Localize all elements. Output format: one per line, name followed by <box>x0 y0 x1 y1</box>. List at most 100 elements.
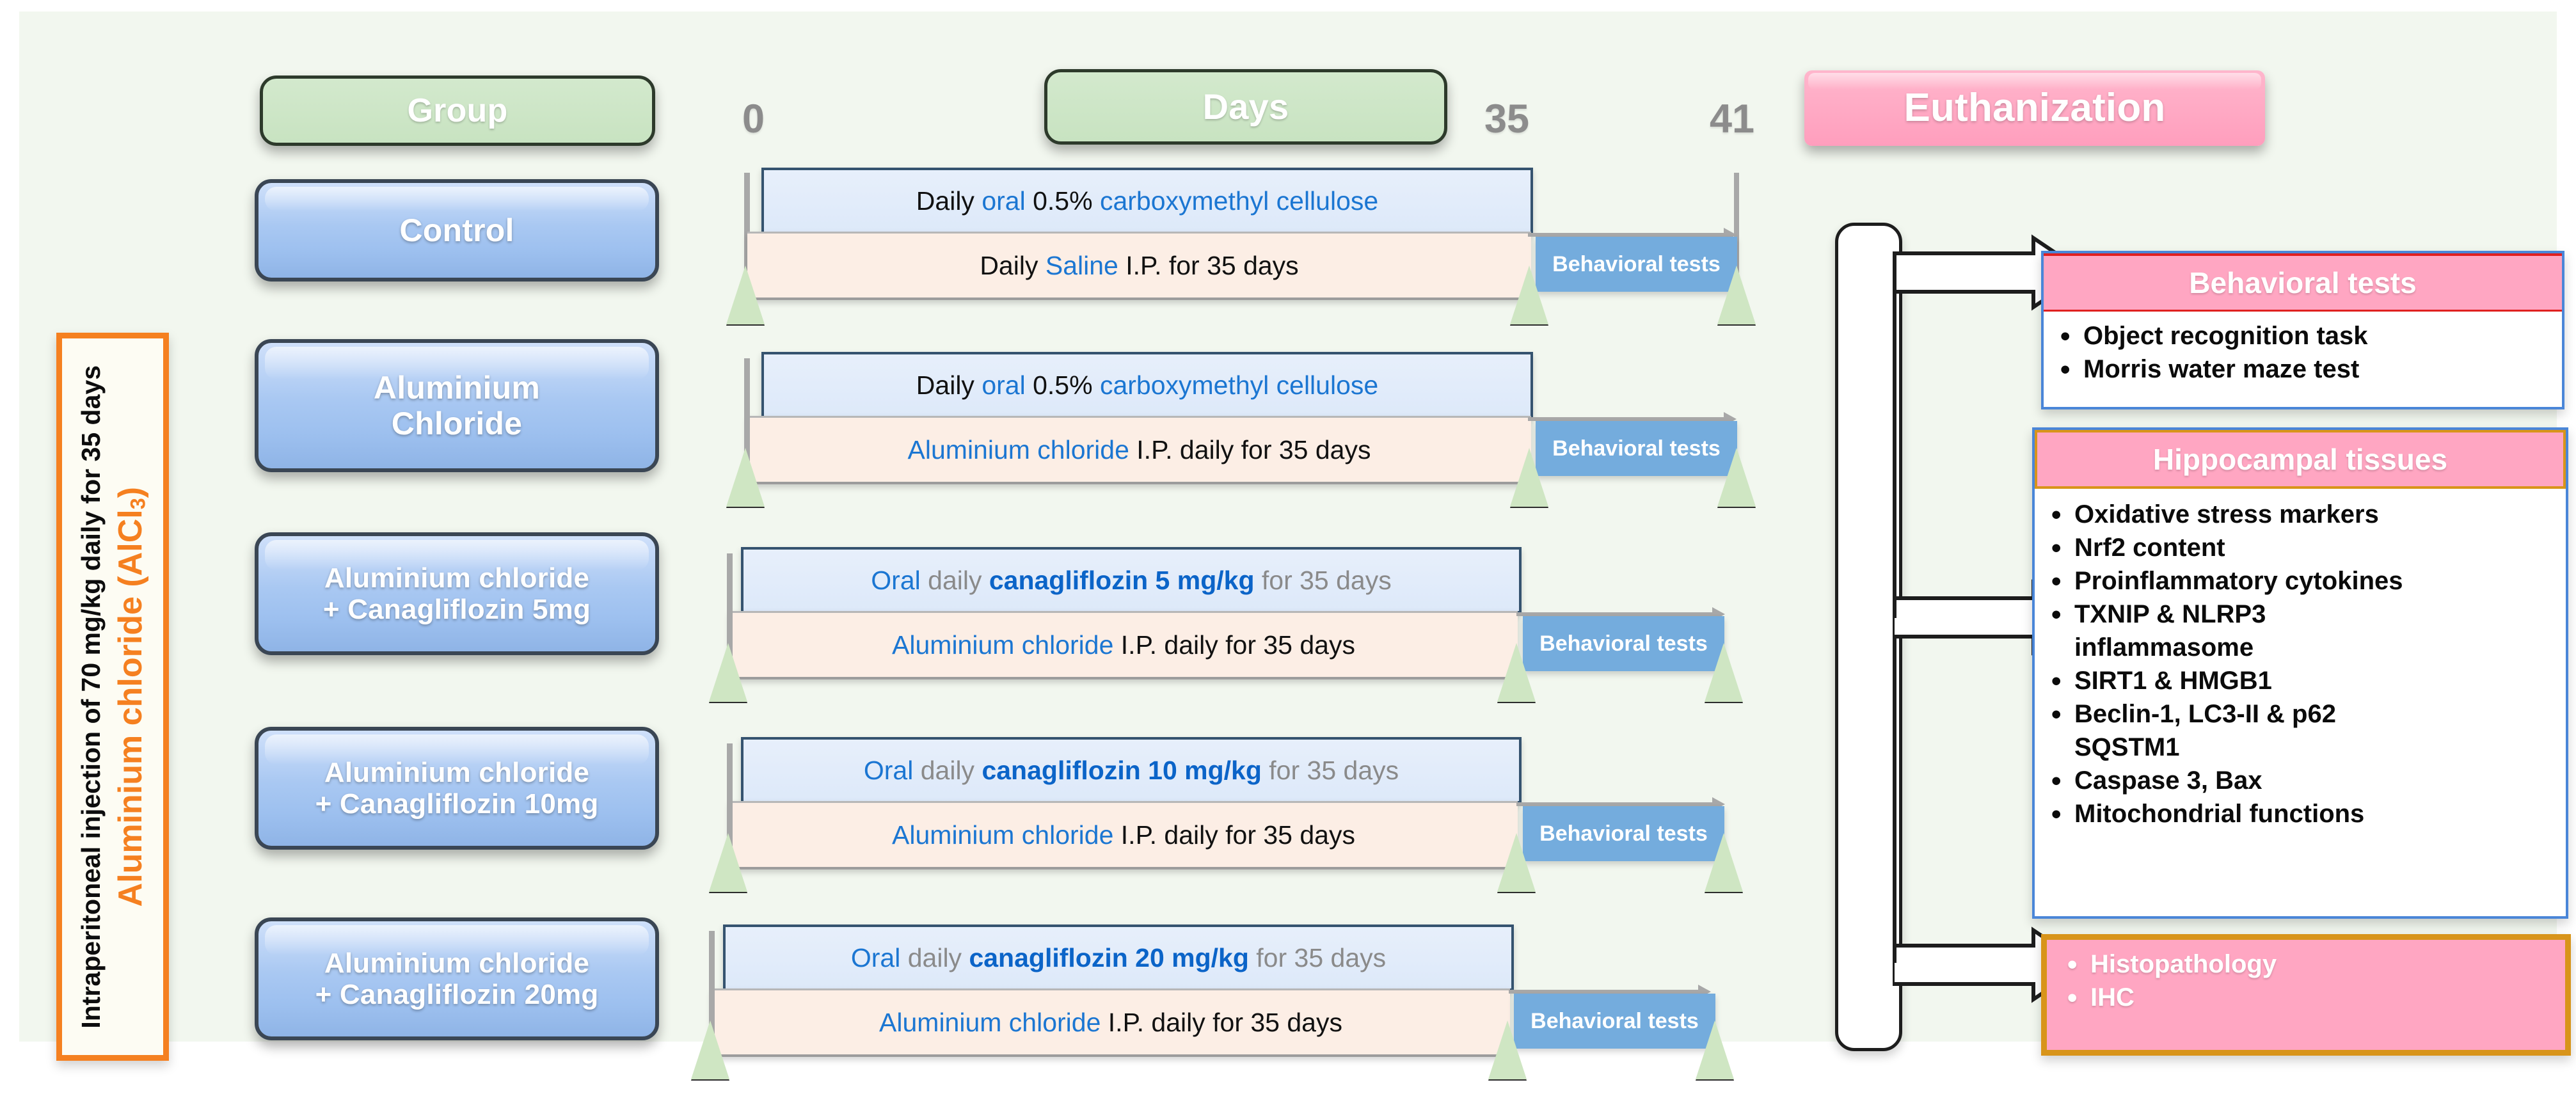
panel-hippocampal-tissues-title: Hippocampal tissues <box>2152 443 2448 476</box>
list-item: Nrf2 content <box>2045 530 2559 566</box>
group-label-cana5[interactable]: Aluminium chloride + Canagliflozin 5mg <box>255 532 659 655</box>
text-run: Daily <box>980 250 1046 280</box>
panel-hippocampal-tissues-body: Oxidative stress markers Nrf2 content Pr… <box>2035 489 2566 837</box>
row1-oral-bar: Daily oral 0.5% carboxymethyl cellulose <box>761 168 1533 234</box>
text-run: for 35 days <box>1261 565 1392 595</box>
text-run: oral <box>982 186 1033 216</box>
histopathology-list: Histopathology IHC <box>2061 946 2559 1016</box>
text-run: canagliflozin 5 mg/kg <box>989 565 1262 595</box>
row4-axis-vert-0 <box>727 743 733 871</box>
row2-ip-bar: Aluminium chloride I.P. daily for 35 day… <box>747 416 1531 484</box>
row5-marker-35 <box>1488 1020 1527 1079</box>
panel-behavioral-tests: Behavioral tests Object recognition task… <box>2041 251 2564 409</box>
row5-axis-vert-0 <box>709 931 715 1059</box>
row3-oral-bar: Oral daily canagliflozin 5 mg/kg for 35 … <box>741 547 1522 614</box>
row2-axis-vert-0 <box>744 358 750 486</box>
row1-axis-vert-41 <box>1734 173 1739 298</box>
header-group-label: Group <box>407 91 508 129</box>
bracket-spine-upper <box>1893 253 1896 618</box>
list-item: Mitochondrial functions <box>2045 796 2559 832</box>
group-label-control[interactable]: Control <box>255 179 659 282</box>
text-run: for 35 days <box>1256 942 1387 972</box>
text-run: 0.5% <box>1033 370 1100 400</box>
list-item: Caspase 3, Bax <box>2045 763 2559 799</box>
group-label-alcl3-line2: Chloride <box>391 406 523 441</box>
text-run: daily <box>928 565 989 595</box>
row2-marker-0 <box>726 448 765 507</box>
alcl3-card-inner: Intraperitoneal injection of 70 mg/kg da… <box>62 338 163 1055</box>
alcl3-subtitle: Intraperitoneal injection of 70 mg/kg da… <box>76 365 106 1029</box>
row5-marker-0 <box>691 1020 729 1079</box>
text-run: Aluminium chloride <box>907 434 1137 464</box>
group-label-alcl3-line1: Aluminium <box>373 370 541 406</box>
alcl3-title: Aluminium chloride (AlCl3) <box>111 486 150 907</box>
row3-behavioral-bar: Behavioral tests <box>1523 616 1724 671</box>
behavioral-tests-list: Object recognition task Morris water maz… <box>2054 318 2556 388</box>
row4-marker-41 <box>1705 833 1743 892</box>
row2-oral-text: Daily oral 0.5% carboxymethyl cellulose <box>916 370 1378 401</box>
group-label-control-text: Control <box>399 212 514 248</box>
group-label-cana5-line1: Aluminium chloride <box>324 562 590 594</box>
row3-marker-0 <box>709 643 747 702</box>
row4-behavioral-label: Behavioral tests <box>1539 821 1708 846</box>
row2-behavioral-label: Behavioral tests <box>1552 436 1721 461</box>
text-run: 0.5% <box>1033 186 1100 216</box>
row3-behavioral-label: Behavioral tests <box>1539 631 1708 656</box>
row1-axis-horiz <box>1528 233 1726 237</box>
text-run: I.P. daily for 35 days <box>1136 434 1371 464</box>
row5-oral-text: Oral daily canagliflozin 20 mg/kg for 35… <box>851 943 1386 973</box>
row1-marker-0 <box>726 266 765 324</box>
tick-label-35: 35 <box>1484 97 1530 141</box>
text-run: oral <box>982 370 1033 400</box>
row5-oral-bar: Oral daily canagliflozin 20 mg/kg for 35… <box>723 924 1514 991</box>
row2-behavioral-bar: Behavioral tests <box>1536 421 1737 476</box>
text-run: daily <box>907 942 969 972</box>
text-run: Oral <box>863 755 921 785</box>
euthanization-bracket <box>1835 223 1902 1051</box>
text-run: Oral <box>871 565 928 595</box>
text-run: carboxymethyl cellulose <box>1099 186 1379 216</box>
row4-marker-35 <box>1497 833 1536 892</box>
row5-axis-horiz <box>1509 990 1701 994</box>
list-item-continuation: SQSTM1 <box>2074 733 2180 761</box>
text-run: canagliflozin 20 mg/kg <box>969 942 1257 972</box>
header-group: Group <box>260 75 655 146</box>
header-euthanization-label: Euthanization <box>1904 86 2166 131</box>
row5-marker-41 <box>1696 1020 1734 1079</box>
panel-histopathology: Histopathology IHC <box>2041 934 2571 1056</box>
list-item: IHC <box>2061 980 2559 1016</box>
row1-marker-35 <box>1510 266 1548 324</box>
row5-behavioral-bar: Behavioral tests <box>1514 994 1715 1049</box>
panel-histopathology-body: Histopathology IHC <box>2047 940 2565 1020</box>
row1-marker-41 <box>1717 266 1756 324</box>
list-item: SIRT1 & HMGB1 <box>2045 663 2559 699</box>
tick-label-0: 0 <box>742 97 765 141</box>
header-euthanization: Euthanization <box>1804 70 2265 146</box>
bracket-spine-lower <box>1893 637 1896 963</box>
group-label-cana5-line2: + Canagliflozin 5mg <box>322 594 591 625</box>
header-days: Days <box>1044 69 1447 145</box>
row4-axis-horiz <box>1516 802 1715 806</box>
group-label-cana10-line2: + Canagliflozin 10mg <box>315 788 599 820</box>
row3-axis-vert-0 <box>727 553 733 681</box>
list-item: Oxidative stress markers <box>2045 496 2559 533</box>
row4-ip-bar: Aluminium chloride I.P. daily for 35 day… <box>729 801 1518 869</box>
row3-oral-text: Oral daily canagliflozin 5 mg/kg for 35 … <box>871 566 1391 596</box>
row4-oral-bar: Oral daily canagliflozin 10 mg/kg for 35… <box>741 737 1522 804</box>
group-label-cana10[interactable]: Aluminium chloride + Canagliflozin 10mg <box>255 727 659 850</box>
row5-behavioral-label: Behavioral tests <box>1530 1008 1699 1033</box>
panel-hippocampal-tissues-header: Hippocampal tissues <box>2035 430 2566 489</box>
hippocampal-tissues-list: Oxidative stress markers Nrf2 content Pr… <box>2045 496 2559 832</box>
header-days-label: Days <box>1202 86 1289 127</box>
text-run: Aluminium chloride <box>879 1007 1108 1037</box>
list-item: Proinflammatory cytokines <box>2045 563 2559 599</box>
list-item: Morris water maze test <box>2054 351 2556 388</box>
tick-label-41: 41 <box>1710 97 1755 141</box>
alcl3-dose-card: Intraperitoneal injection of 70 mg/kg da… <box>56 333 169 1061</box>
group-label-cana20[interactable]: Aluminium chloride + Canagliflozin 20mg <box>255 917 659 1040</box>
row2-axis-horiz <box>1528 417 1726 421</box>
group-label-alcl3[interactable]: Aluminium Chloride <box>255 339 659 472</box>
list-item-continuation: inflammasome <box>2074 633 2254 662</box>
text-run: I.P. daily for 35 days <box>1120 630 1355 660</box>
panel-behavioral-tests-header: Behavioral tests <box>2044 253 2562 312</box>
